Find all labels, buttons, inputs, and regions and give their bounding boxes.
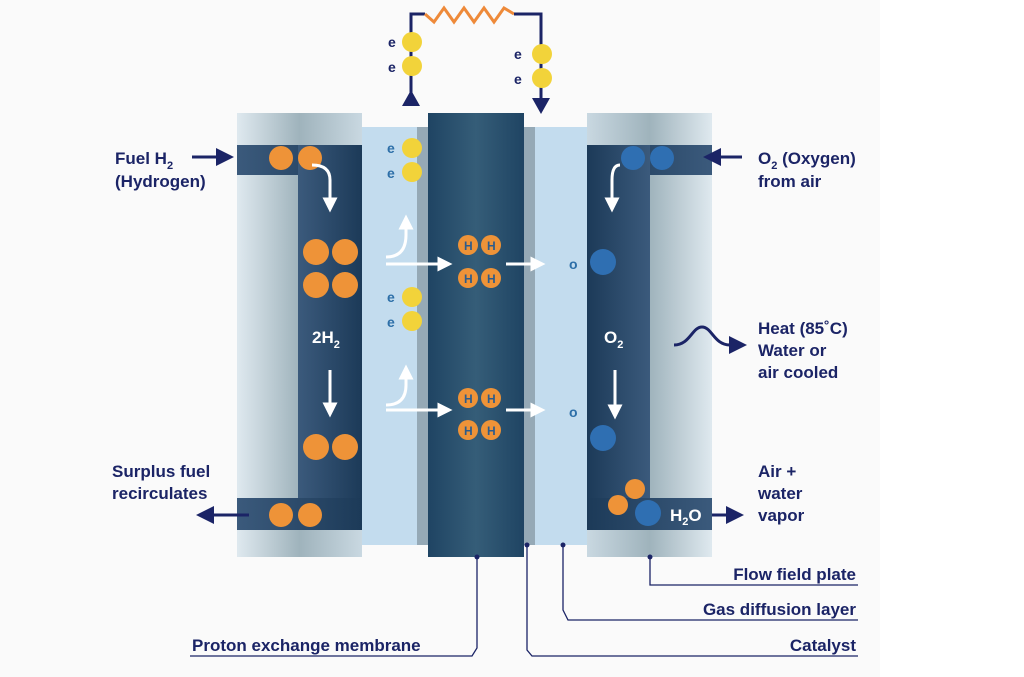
proton-label: H <box>487 424 496 438</box>
proton-label: H <box>464 239 473 253</box>
callout-catalyst: Catalyst <box>790 636 856 655</box>
proton-label: H <box>487 392 496 406</box>
electron-icon <box>402 56 422 76</box>
heat-label-line3: air cooled <box>758 363 838 382</box>
surplus-label-line2: recirculates <box>112 484 207 503</box>
exhaust-label-line3: vapor <box>758 506 805 525</box>
callout-flow-field-plate: Flow field plate <box>733 565 856 584</box>
external-circuit: e e e e <box>388 5 552 114</box>
protons: H H H H H H H H <box>458 235 501 440</box>
proton-label: H <box>464 424 473 438</box>
resistor-icon <box>424 5 515 25</box>
callout-dots <box>474 542 653 560</box>
exhaust-label-line2: water <box>757 484 803 503</box>
proton-label: H <box>487 239 496 253</box>
electron-label: e <box>388 59 396 75</box>
oxygen-label-line2: from air <box>758 172 822 191</box>
electron-label: e <box>387 314 395 330</box>
hydrogen-molecules <box>269 146 645 527</box>
anode-flow-field-plate <box>237 113 362 557</box>
fuel-label-line2: (Hydrogen) <box>115 172 206 191</box>
electron-label: e <box>514 46 522 62</box>
oxygen-atom-label: o <box>569 256 578 272</box>
heat-wave-icon <box>673 325 747 354</box>
callout-proton-exchange-membrane: Proton exchange membrane <box>192 636 421 655</box>
heat-label: Heat (85˚C) <box>758 319 848 338</box>
anode-species-label: 2H2 <box>312 328 340 351</box>
fuel-label: Fuel H2 <box>115 149 173 172</box>
electron-label: e <box>388 34 396 50</box>
electron-icon <box>532 68 552 88</box>
proton-label: H <box>464 272 473 286</box>
electron-label: e <box>387 140 395 156</box>
callout-gas-diffusion-layer: Gas diffusion layer <box>703 600 856 619</box>
electron-label: e <box>387 289 395 305</box>
proton-label: H <box>487 272 496 286</box>
electron-label: e <box>387 165 395 181</box>
electron-label: e <box>514 71 522 87</box>
flow-arrows <box>311 163 623 420</box>
cathode-catalyst <box>524 127 535 545</box>
proton-exchange-membrane <box>428 113 524 557</box>
callout-lines <box>190 545 858 657</box>
exhaust-label: Air + <box>758 462 796 481</box>
oxygen-atom-label: o <box>569 404 578 420</box>
oxygen-label: O2 (Oxygen) <box>758 149 856 172</box>
surplus-label: Surplus fuel <box>112 462 210 481</box>
anode-catalyst <box>417 127 428 545</box>
proton-label: H <box>464 392 473 406</box>
arrow-up-icon <box>402 90 420 106</box>
heat-label-line2: Water or <box>758 341 827 360</box>
electron-icon <box>532 44 552 64</box>
electron-icon <box>402 32 422 52</box>
cathode-gas-diffusion-layer <box>535 127 587 545</box>
oxygen-molecules <box>590 146 674 526</box>
cathode-species-label: O2 <box>604 328 623 351</box>
io-arrows <box>192 148 747 524</box>
anode-electrons: e e e e <box>387 138 422 331</box>
water-label: H2O <box>670 506 702 528</box>
arrow-down-icon <box>532 98 550 114</box>
